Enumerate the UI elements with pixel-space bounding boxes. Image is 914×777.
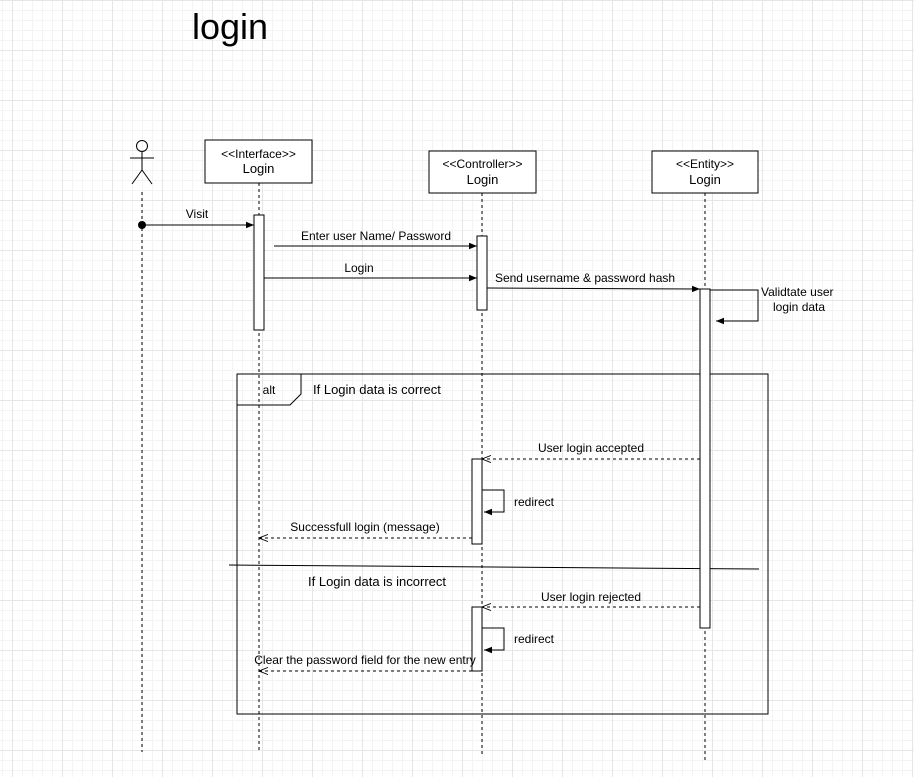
message-label: redirect <box>514 632 555 646</box>
entity-activation <box>699 288 711 629</box>
message-label: redirect <box>514 495 555 509</box>
fragment-separator <box>228 564 760 570</box>
message-login: Login <box>264 261 477 282</box>
fragment-condition-incorrect: If Login data is incorrect <box>308 574 446 589</box>
fragment-operator: alt <box>263 383 276 397</box>
message-visit: Visit <box>138 207 254 229</box>
message-enter-credentials: Enter user Name/ Password <box>274 229 477 250</box>
message-rejected: User login rejected <box>482 590 700 607</box>
message-label: Clear the password field for the new ent… <box>254 653 475 667</box>
message-send-hash: Send username & password hash <box>486 271 701 293</box>
participant-interface: <<Interface>> Login <box>204 139 313 184</box>
controller-activation-success <box>471 458 483 545</box>
participant-name: Login <box>467 172 499 187</box>
message-success: Successfull login (message) <box>259 520 472 538</box>
message-label: Successfull login (message) <box>290 520 439 534</box>
message-redirect-reject: redirect <box>482 627 555 654</box>
controller-activation <box>476 235 488 311</box>
diagram-title: login <box>192 6 268 47</box>
participant-stereotype: <<Interface>> <box>221 147 296 161</box>
message-clear-password: Clear the password field for the new ent… <box>254 653 476 671</box>
message-label: Login <box>344 261 373 275</box>
actor-icon <box>130 140 154 185</box>
message-accepted: User login accepted <box>482 441 700 459</box>
message-label: User login rejected <box>541 590 641 604</box>
message-label: Send username & password hash <box>495 271 675 285</box>
alt-fragment: alt If Login data is correct If Login da… <box>228 373 769 715</box>
fragment-condition-correct: If Login data is correct <box>313 382 441 397</box>
interface-activation <box>253 214 265 331</box>
participant-name: Login <box>243 161 275 176</box>
message-label: User login accepted <box>538 441 644 455</box>
controller-activation-reject <box>471 606 483 672</box>
message-validate-self: Validtate user login data <box>710 285 834 325</box>
message-label: Visit <box>186 207 209 221</box>
participant-name: Login <box>689 172 721 187</box>
participant-stereotype: <<Controller>> <box>442 157 522 171</box>
participant-entity: <<Entity>> Login <box>651 150 759 194</box>
message-label: Enter user Name/ Password <box>301 229 451 243</box>
message-label: login data <box>773 300 825 314</box>
participant-stereotype: <<Entity>> <box>676 157 734 171</box>
message-label: Validtate user <box>761 285 834 299</box>
message-redirect-success: redirect <box>482 489 555 516</box>
participant-controller: <<Controller>> Login <box>428 150 537 194</box>
